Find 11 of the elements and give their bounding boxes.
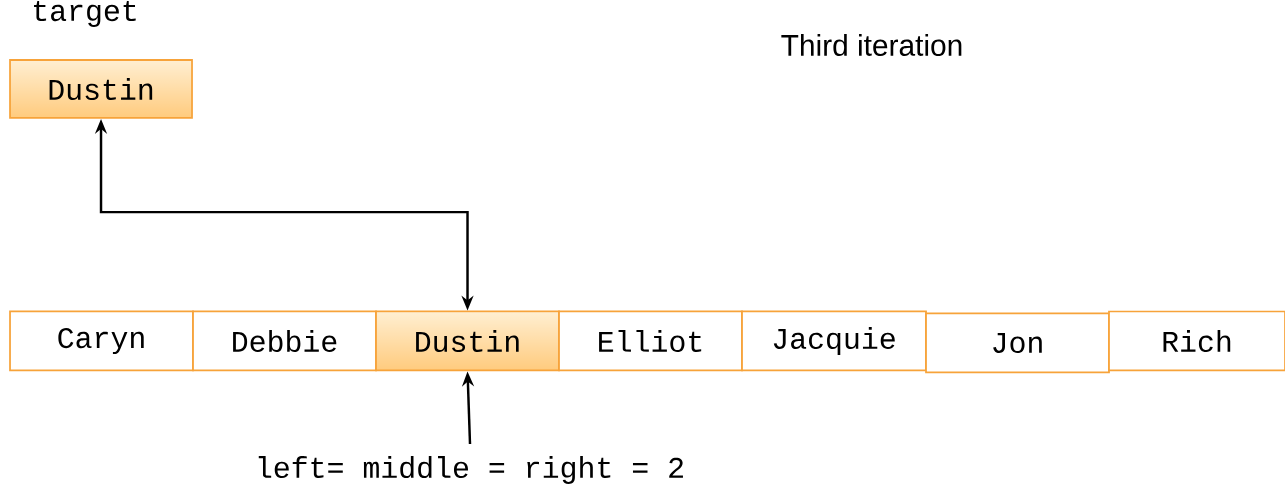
array-cell: Elliot [558, 310, 743, 372]
array-cell: Caryn [9, 310, 194, 372]
title: Third iteration [781, 34, 962, 56]
array-cell: Debbie [192, 310, 377, 372]
box-caption: target [34, 0, 136, 27]
array-cell: Rich [1108, 310, 1285, 372]
highlighted-cell: Dustin [375, 310, 560, 372]
array-cell: Jon [925, 312, 1110, 374]
pointer-label: left= middle = right = 2 [258, 456, 683, 484]
target-box: Dustin [9, 59, 193, 119]
array-cell: Jacquie [741, 310, 927, 372]
